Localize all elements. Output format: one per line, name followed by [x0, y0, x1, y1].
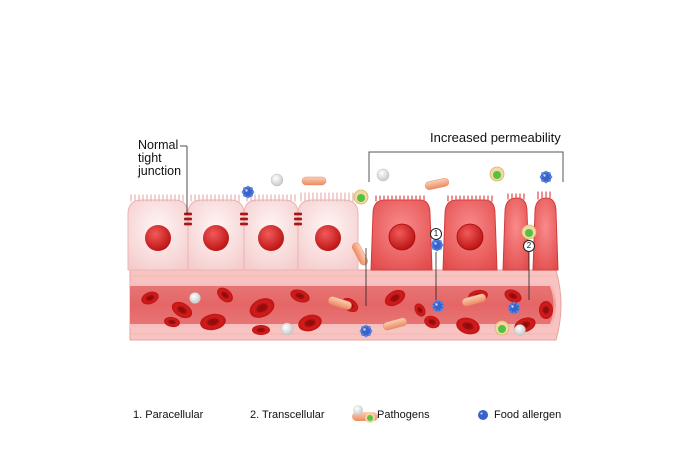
- particles: [189, 166, 553, 338]
- inflamed-cell: [370, 195, 433, 271]
- red-blood-cell: [252, 325, 270, 335]
- tight-junctions: [184, 212, 302, 226]
- pathogen-green: [494, 320, 510, 336]
- legend-pathogens-icon: [352, 405, 378, 423]
- legend-food-allergen: Food allergen: [494, 409, 562, 421]
- pathogen-cocci: [189, 292, 201, 304]
- pathogen-rod: [462, 293, 486, 307]
- normal-epithelial-cells: [127, 192, 359, 271]
- nucleus: [203, 225, 229, 251]
- red-blood-cell: [164, 316, 180, 328]
- normal-cell: [127, 194, 189, 271]
- tight-junction: [184, 212, 192, 226]
- pathogen-cocci: [270, 173, 284, 187]
- nucleus: [388, 223, 416, 251]
- red-blood-cell: [171, 301, 193, 319]
- nucleus: [258, 225, 284, 251]
- pathogen-green: [521, 224, 537, 240]
- inflamed-cell: [502, 193, 530, 271]
- inflamed-cell: [532, 191, 559, 271]
- route-2-marker: 2: [523, 240, 535, 252]
- pathogen-rod: [383, 317, 407, 331]
- red-blood-cell: [141, 291, 159, 305]
- pathogen-cocci: [514, 324, 526, 336]
- food-allergen: [507, 301, 521, 315]
- tight-junction-pointer: [180, 145, 188, 214]
- food-allergen: [359, 324, 373, 338]
- pathogen-green: [489, 166, 505, 182]
- red-blood-cell: [298, 314, 322, 332]
- pathogen-rod: [424, 178, 450, 190]
- normal-cell: [243, 194, 299, 271]
- red-blood-cell: [539, 301, 553, 319]
- tight-junction: [294, 212, 302, 226]
- pathogen-cocci: [376, 168, 390, 182]
- red-blood-cell: [424, 315, 440, 329]
- pathogen-rod: [301, 176, 327, 186]
- red-blood-cell: [384, 289, 406, 307]
- red-blood-cell: [290, 289, 310, 303]
- legend-transcellular: 2. Transcellular: [250, 409, 325, 421]
- food-allergen: [241, 185, 255, 199]
- increased-permeability-bracket: [368, 151, 564, 182]
- normal-cell: [187, 194, 245, 271]
- red-blood-cell: [414, 303, 426, 317]
- legend-food-allergen-icon: [478, 410, 488, 420]
- inflamed-epithelial-cells: [370, 191, 559, 271]
- nucleus: [145, 225, 171, 251]
- red-blood-cell: [249, 298, 275, 318]
- pathogen-rod: [328, 296, 352, 310]
- pathogen-cocci: [280, 322, 294, 336]
- food-allergen: [430, 238, 444, 252]
- normal-tight-junction-label: Normal tight junction: [138, 139, 181, 178]
- red-blood-cell: [504, 289, 522, 303]
- red-blood-cell: [200, 313, 226, 331]
- label-line-normal: Normal: [138, 138, 179, 152]
- pathogen-green: [353, 189, 369, 205]
- food-allergen: [431, 299, 445, 313]
- label-line-junction: junction: [138, 164, 182, 178]
- nucleus: [456, 223, 484, 251]
- legend-pathogens: Pathogens: [377, 409, 430, 421]
- increased-permeability-label: Increased permeability: [430, 130, 561, 145]
- route-1-marker: 1: [430, 228, 442, 240]
- red-blood-cell: [456, 317, 480, 335]
- tight-junction: [240, 212, 248, 226]
- nucleus: [315, 225, 341, 251]
- red-blood-cells: [141, 287, 553, 335]
- food-allergen: [539, 170, 553, 184]
- inflamed-cell: [442, 195, 498, 271]
- normal-cell: [297, 192, 359, 271]
- red-blood-cell: [217, 287, 233, 303]
- legend-paracellular: 1. Paracellular: [133, 409, 204, 421]
- label-line-tight: tight: [138, 151, 162, 165]
